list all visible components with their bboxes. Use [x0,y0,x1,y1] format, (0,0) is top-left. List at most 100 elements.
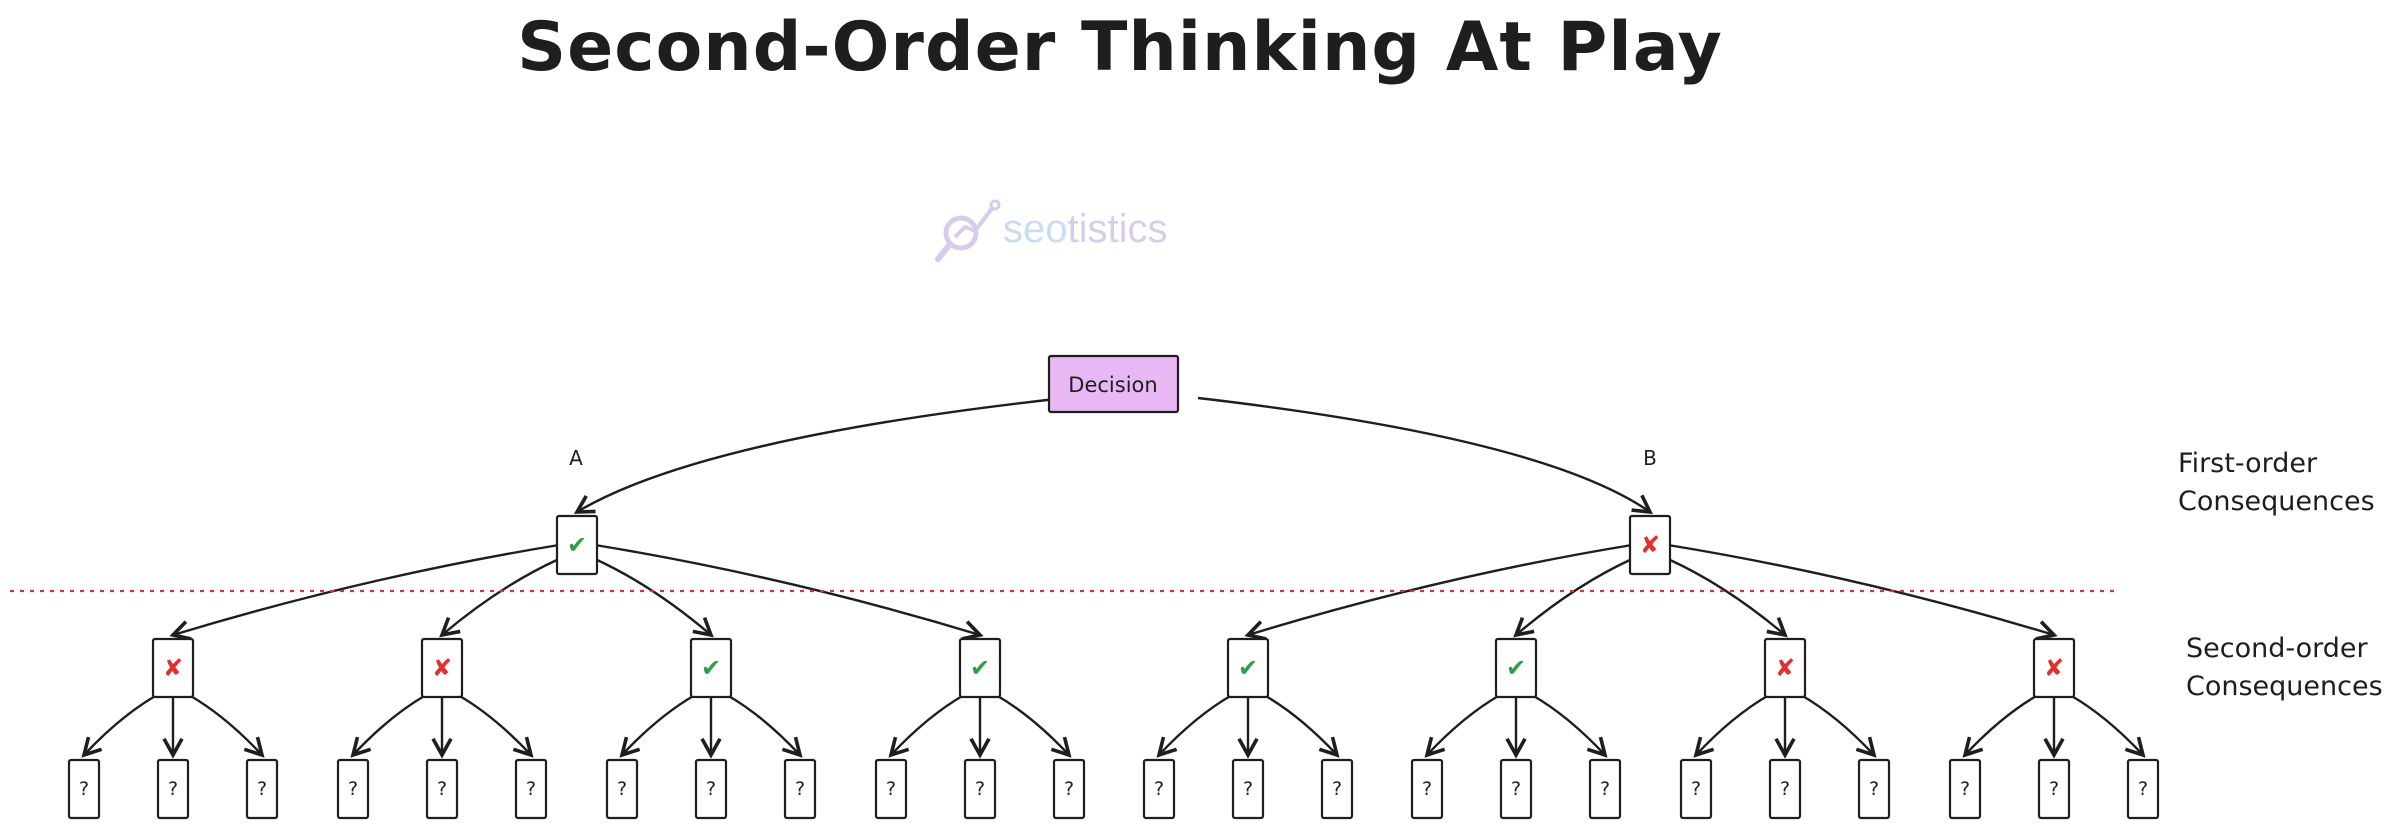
leaf-question-mark: ? [348,778,358,800]
leaf-question-mark: ? [2138,778,2148,800]
leaf-question-mark: ? [617,778,627,800]
decision-node [1047,354,1180,414]
page-title: Second-Order Thinking At Play [517,8,1723,87]
watermark-logo: seotistics [935,195,1205,265]
second-order-node-3 [689,637,733,699]
leaf-question-mark: ? [975,778,985,800]
cross-icon: ✘ [1775,654,1795,682]
leaf-node [874,758,908,820]
leaf-node [605,758,639,820]
first-order-label: First-order Consequences [2178,445,2375,521]
second-order-node-8 [2032,637,2076,699]
leaf-node [694,758,728,820]
edge-first-to-second-3 [594,557,711,635]
leaf-question-mark: ? [1869,778,1879,800]
watermark-text: seotistics [1003,207,1168,252]
edge-first-to-second-7 [1667,557,1785,635]
leaf-node [156,758,190,820]
edge-second-to-leaf [353,693,427,755]
leaf-node [2037,758,2071,820]
leaf-question-mark: ? [886,778,896,800]
leaf-question-mark: ? [168,778,178,800]
leaf-question-mark: ? [437,778,447,800]
first-order-node-b [1628,514,1672,576]
edge-second-to-leaf [995,693,1069,755]
edge-second-to-leaf [188,693,262,755]
check-icon: ✔ [970,654,990,682]
edge-first-to-second-4 [594,543,980,635]
leaf-node [1679,758,1713,820]
leaf-node [67,758,101,820]
magnifier-chart-icon [935,199,1001,262]
leaf-node [1948,758,1982,820]
leaf-node [1499,758,1533,820]
first-order-node-a [555,514,599,576]
second-order-node-1 [151,637,195,699]
edge-decision-to-a [577,396,1066,512]
second-order-label-line-1: Second-order [2186,633,2368,664]
check-icon: ✔ [1506,654,1526,682]
leaf-question-mark: ? [1332,778,1342,800]
edge-second-to-leaf [1159,693,1233,755]
edge-second-to-leaf [84,693,158,755]
second-order-node-7 [1763,637,1807,699]
second-order-node-2 [420,637,464,699]
edge-second-to-leaf [726,693,800,755]
leaf-node [1768,758,1802,820]
leaf-node [2126,758,2160,820]
cross-icon: ✘ [1640,531,1660,559]
cross-icon: ✘ [432,654,452,682]
leaf-question-mark: ? [257,778,267,800]
leaf-question-mark: ? [2049,778,2059,800]
leaf-node [1410,758,1444,820]
edge-first-to-second-8 [1667,543,2054,635]
edge-second-to-leaf [1965,693,2039,755]
check-icon: ✔ [701,654,721,682]
edge-second-to-leaf [1531,693,1605,755]
leaf-node [783,758,817,820]
leaf-node [1142,758,1176,820]
leaf-question-mark: ? [1780,778,1790,800]
second-order-node-6 [1494,637,1538,699]
edge-first-to-second-6 [1516,557,1633,635]
leaf-node [1052,758,1086,820]
edge-second-to-leaf [1427,693,1501,755]
edge-second-to-leaf [457,693,531,755]
first-order-label-line-1: First-order [2178,448,2318,479]
leaf-node [425,758,459,820]
leaf-question-mark: ? [526,778,536,800]
leaf-node [1231,758,1265,820]
edge-first-to-second-5 [1248,543,1633,635]
leaf-node [1320,758,1354,820]
leaf-node [336,758,370,820]
leaf-question-mark: ? [1691,778,1701,800]
leaf-question-mark: ? [1960,778,1970,800]
edge-first-to-second-1 [173,543,560,635]
cross-icon: ✘ [2044,654,2064,682]
second-order-label-line-2: Consequences [2186,671,2383,702]
leaf-question-mark: ? [1422,778,1432,800]
edge-second-to-leaf [2069,693,2143,755]
second-order-label: Second-order Consequences [2186,630,2383,706]
leaf-node [514,758,548,820]
branch-label-b: B [1643,446,1657,470]
edge-second-to-leaf [1800,693,1874,755]
cross-icon: ✘ [163,654,183,682]
check-icon: ✔ [567,531,587,559]
edge-second-to-leaf [1263,693,1337,755]
second-order-node-5 [1226,637,1270,699]
leaf-question-mark: ? [706,778,716,800]
edge-first-to-second-2 [442,557,560,635]
leaf-question-mark: ? [795,778,805,800]
watermark-brand-b: tistics [1067,207,1168,251]
first-order-label-line-2: Consequences [2178,486,2375,517]
leaf-question-mark: ? [1511,778,1521,800]
leaf-question-mark: ? [1243,778,1253,800]
leaf-node [1588,758,1622,820]
leaf-question-mark: ? [1600,778,1610,800]
leaf-question-mark: ? [79,778,89,800]
decision-label: Decision [1068,373,1157,397]
edge-decision-to-b [1197,396,1650,512]
